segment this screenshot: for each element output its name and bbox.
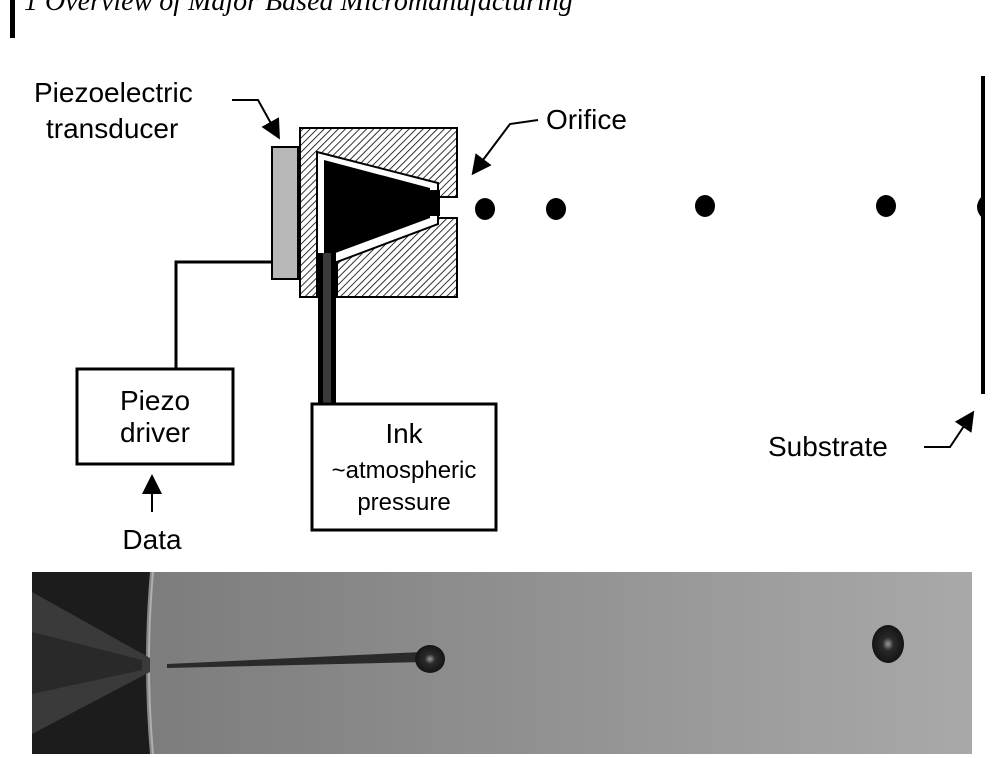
droplets xyxy=(475,195,982,220)
orifice-leader xyxy=(471,119,539,176)
substrate-label: Substrate xyxy=(768,431,888,462)
orifice-label: Orifice xyxy=(546,104,627,135)
ink-reservoir-box xyxy=(310,402,498,532)
droplet-photo xyxy=(32,572,972,754)
droplet xyxy=(695,195,715,217)
data-label: Data xyxy=(122,524,182,555)
piezo-transducer xyxy=(271,146,299,280)
piezo-driver-label-line2: driver xyxy=(120,417,190,448)
page-header: 1 Overview of Major Based Micromanufactu… xyxy=(24,0,573,17)
ink-label-line1: Ink xyxy=(385,418,423,449)
driver-wire xyxy=(174,260,272,370)
ink-label-line3: pressure xyxy=(357,489,450,516)
piezo-transducer-label-line1: Piezoelectric xyxy=(34,77,193,108)
ink-chamber xyxy=(316,150,440,403)
droplet-photo-image xyxy=(32,572,972,754)
droplet xyxy=(546,198,566,220)
piezo-driver-label-line1: Piezo xyxy=(120,385,190,416)
piezo-transducer-label-line2: transducer xyxy=(46,113,178,144)
droplet xyxy=(977,196,982,218)
droplet xyxy=(876,195,896,217)
header-accent-bar xyxy=(10,0,15,38)
piezo-transducer-leader xyxy=(232,99,280,140)
substrate-leader xyxy=(924,410,975,448)
droplet xyxy=(475,198,495,220)
piezo-driver-box xyxy=(75,367,235,466)
inkjet-diagram: Piezo driver Data Ink ~atmospheric press… xyxy=(34,76,985,555)
ink-label-line2: ~atmospheric xyxy=(332,457,477,484)
